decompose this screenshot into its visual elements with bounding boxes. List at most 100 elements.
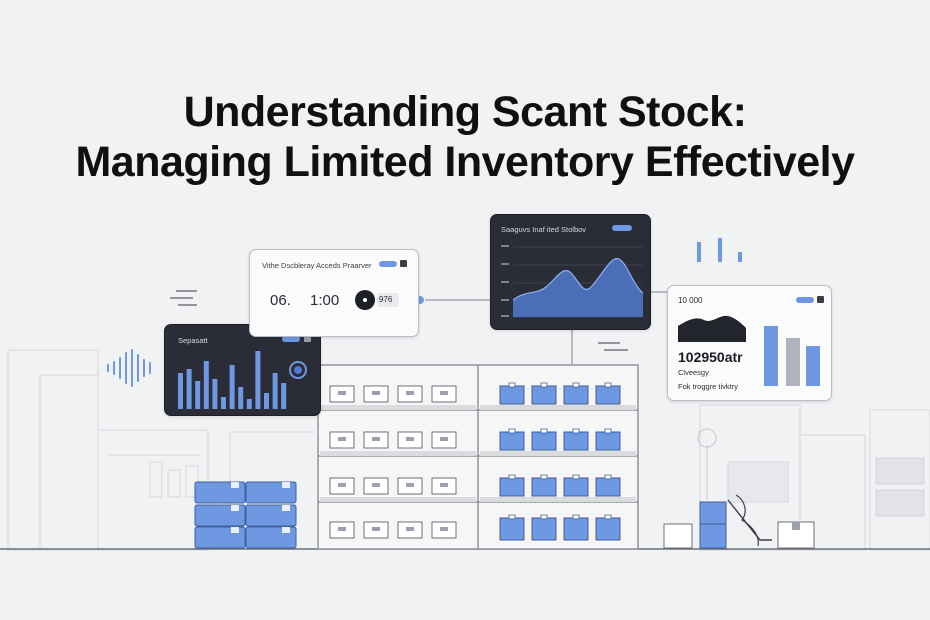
left-card-pill[interactable] <box>282 336 300 342</box>
shelf-box-tab <box>572 474 580 480</box>
top-card-reading-a: 06. <box>270 292 291 309</box>
center-card-pill[interactable] <box>612 225 632 231</box>
right-card-menu-icon[interactable] <box>817 296 824 303</box>
shelf-box-label <box>338 437 346 441</box>
shelf-box-label <box>406 437 414 441</box>
shelf-box-tab <box>508 474 516 480</box>
shelf-box-blue <box>531 477 557 497</box>
shelf-box-tab <box>572 428 580 434</box>
left-card-menu-icon[interactable] <box>304 335 311 342</box>
left-chart-bar <box>229 365 235 409</box>
lightbulb-icon <box>697 428 717 500</box>
background-buildings <box>7 349 930 551</box>
shelf-box-label <box>440 391 448 395</box>
right-chart-bar <box>764 326 778 386</box>
right-card-area-shape <box>678 315 746 342</box>
shelf-box-label <box>372 391 380 395</box>
shelf-box-blue <box>595 477 621 497</box>
shelf-box-blue <box>499 431 525 451</box>
shelf-box-blue <box>499 385 525 405</box>
shelf-box-label <box>372 437 380 441</box>
shelf-box-blue <box>563 431 589 451</box>
top-card-pill[interactable] <box>379 261 397 267</box>
left-chart-bar <box>281 383 287 409</box>
floor-box-label <box>282 505 290 511</box>
right-card-header-value: 10 000 <box>678 296 703 305</box>
left-chart-bar <box>178 373 183 409</box>
shelf-box-blue <box>531 517 557 541</box>
right-card[interactable]: 10 000 102950atr Clveesgy Fok troggre ti… <box>667 285 832 401</box>
shelf-box-blue <box>595 385 621 405</box>
shelf-box-tab <box>540 428 548 434</box>
shelf-box-tab <box>572 514 580 520</box>
top-card-reading-b: 1:00 <box>310 292 340 309</box>
center-chart-line <box>512 258 644 301</box>
shelf-box-blue <box>595 431 621 451</box>
left-chart-bar <box>264 393 269 409</box>
right-card-pill[interactable] <box>796 297 814 303</box>
sound-wave-icon <box>107 349 151 387</box>
shelf-boxes <box>329 382 621 541</box>
right-card-footer-label: Fok troggre tivktry <box>678 382 739 391</box>
left-chart-bar <box>272 373 278 409</box>
shelf-box-tab <box>604 382 612 388</box>
shelf-box-tab <box>604 474 612 480</box>
floating-bars <box>697 238 742 262</box>
shelf-box-label <box>372 527 380 531</box>
left-card-bar-chart <box>178 351 307 409</box>
left-card-title: Sepasatt <box>178 336 208 345</box>
center-chart-area <box>513 258 643 317</box>
shelf-box-label <box>440 527 448 531</box>
stack-lines-icon <box>170 290 197 306</box>
left-chart-bar <box>238 387 244 409</box>
shelf-box-tab <box>604 428 612 434</box>
left-chart-bar <box>212 379 218 409</box>
shelf-box-blue <box>563 385 589 405</box>
shelf-box-label <box>440 437 448 441</box>
shelf-box-blue <box>595 517 621 541</box>
left-card-ring-center <box>294 366 302 374</box>
headline-line-2: Managing Limited Inventory Effectively <box>75 138 855 186</box>
left-chart-bar <box>186 369 192 409</box>
left-chart-bar <box>246 399 252 409</box>
top-card-dial <box>355 290 375 310</box>
floor-box-label <box>282 482 290 488</box>
left-chart-bar <box>203 361 209 409</box>
shelf-box-blue <box>531 431 557 451</box>
right-card-sub-label: Clveesgy <box>678 368 709 377</box>
center-chart-axis-ticks <box>501 245 509 317</box>
floor-box-label <box>231 505 239 511</box>
shelf-box-label <box>338 483 346 487</box>
top-card-menu-icon[interactable] <box>400 260 407 267</box>
shelf-box-tab <box>540 514 548 520</box>
right-card-big-value: 102950atr <box>678 349 743 365</box>
left-dark-card[interactable]: Sepasatt <box>164 324 321 416</box>
floor-box-stack <box>194 481 297 549</box>
headline-line-1: Understanding Scant Stock: <box>183 88 747 136</box>
shelf-box-tab <box>572 382 580 388</box>
shelf-box-tab <box>540 382 548 388</box>
top-middle-card[interactable]: Vithe Dscbleray Acceds Praarver 06. 1:00… <box>249 249 419 337</box>
center-card-title: Saaguvs Inaf ited Stolbov <box>501 225 587 234</box>
shelf-box-tab <box>508 428 516 434</box>
top-card-small-value: 976 <box>379 295 393 304</box>
shelf-box-blue <box>499 477 525 497</box>
shelf-box-blue <box>563 517 589 541</box>
shelf-box-label <box>372 483 380 487</box>
left-chart-bar <box>255 351 261 409</box>
right-chart-bar <box>786 338 800 386</box>
shelf-box-tab <box>508 514 516 520</box>
left-card-ring-icon <box>289 361 307 379</box>
shelf-box-label <box>406 391 414 395</box>
shelf-box-label <box>338 391 346 395</box>
shelf-box-tab <box>540 474 548 480</box>
center-card-area-chart <box>501 245 644 318</box>
left-chart-bar <box>221 397 226 409</box>
floor-box-label <box>282 527 290 533</box>
center-dark-card[interactable]: Saaguvs Inaf ited Stolbov <box>490 214 651 330</box>
stack-lines-icon <box>598 342 628 351</box>
right-card-graphics <box>678 315 820 386</box>
shelf-box-blue <box>499 517 525 541</box>
top-card-small-badge: 976 <box>377 293 399 307</box>
